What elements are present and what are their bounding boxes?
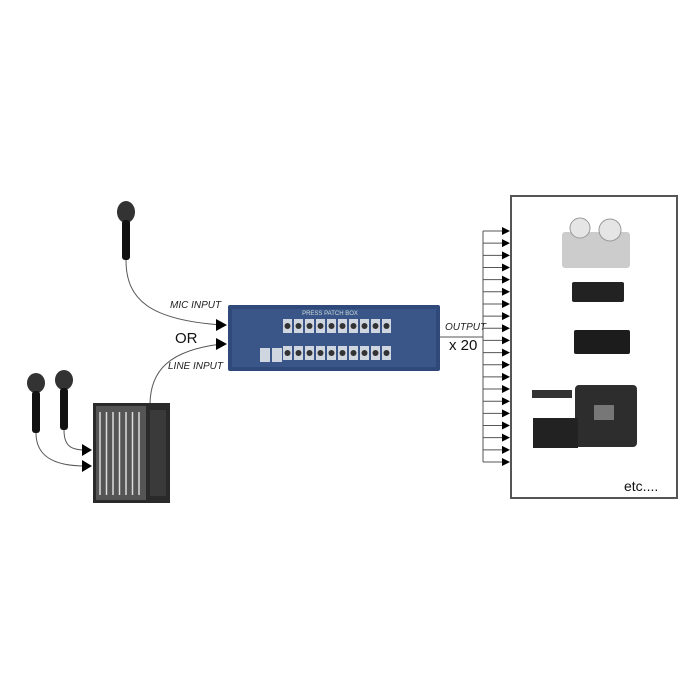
mic-input-arrow (216, 319, 227, 331)
output-arrow (502, 372, 510, 381)
output-arrow (502, 336, 510, 345)
output-arrow (502, 360, 510, 369)
output-arrow (502, 445, 510, 454)
or-label: OR (175, 330, 198, 347)
line-input-arrow (216, 338, 227, 350)
output-label: OUTPUT (445, 322, 487, 333)
output-arrow (502, 421, 510, 430)
device-title: PRESS PATCH BOX (302, 311, 358, 317)
output-arrow (502, 287, 510, 296)
output-arrows (483, 227, 510, 466)
output-arrow (502, 239, 510, 248)
line-cable (149, 343, 223, 406)
output-devices-box (510, 195, 678, 499)
microphone-icon (27, 370, 73, 433)
output-arrow (502, 263, 510, 272)
output-count-label: x 20 (449, 337, 478, 354)
audio-recorder-image (574, 330, 630, 354)
output-arrow (502, 275, 510, 284)
line-input-label: LINE INPUT (168, 361, 224, 372)
output-arrow (502, 227, 510, 235)
mic-cable (125, 259, 223, 326)
output-arrow (502, 324, 510, 333)
microphone-icon (117, 201, 135, 260)
output-arrow (502, 312, 510, 321)
audio-mixer-image (572, 282, 624, 302)
output-arrow (502, 251, 510, 260)
press-patch-box-image (228, 305, 440, 371)
reel-recorder-image (562, 217, 630, 268)
output-arrow (502, 299, 510, 308)
mixer-image (93, 403, 170, 503)
output-arrow (502, 409, 510, 418)
output-arrow (502, 348, 510, 357)
mic-input-label: MIC INPUT (170, 300, 222, 311)
output-arrow (502, 397, 510, 406)
video-camera-image (532, 385, 637, 448)
output-arrow (502, 458, 510, 466)
etc-label: etc.... (624, 478, 659, 494)
output-arrow (502, 385, 510, 394)
output-arrow (502, 433, 510, 442)
